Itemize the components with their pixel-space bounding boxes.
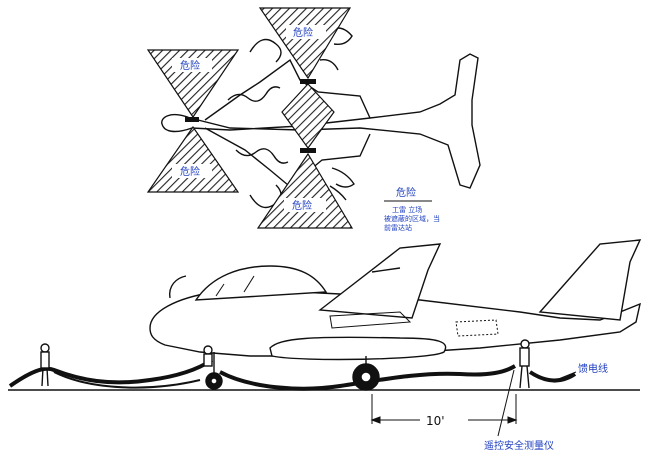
ground-crew-nose [203, 345, 213, 367]
distance-label: 10' [426, 414, 445, 428]
wing-stores-top [227, 27, 353, 102]
cable-label-leader [555, 371, 577, 381]
power-cable-return [53, 371, 201, 389]
power-cable [8, 358, 577, 391]
ground-crew-left [40, 343, 50, 387]
hazard-zones [146, 7, 354, 229]
landing-gear [205, 352, 380, 391]
radar-antennas [185, 79, 316, 153]
side-aircraft [149, 239, 642, 361]
antenna-mid-top [300, 79, 316, 84]
instrument-label: 遥控安全测量仪 [484, 439, 554, 452]
danger-label-mid-bottom: 危险 [292, 199, 312, 212]
legend-line-3: 前雷达站 [384, 223, 412, 232]
legend-line-2: 被遮蔽的区域，当 [384, 214, 440, 223]
legend-title: 危险 [396, 186, 416, 199]
side-canopy [194, 265, 328, 301]
distance-marker [370, 394, 518, 424]
antenna-mid-bottom [300, 148, 316, 153]
danger-label-mid-top: 危险 [293, 26, 313, 39]
antenna-left [185, 117, 199, 122]
hazard-cone-left-bottom [146, 125, 240, 193]
side-wing [318, 243, 442, 319]
side-fuel-tank [269, 336, 447, 361]
legend: 危险 工雷 立场 被遮蔽的区域，当 前雷达站 [384, 186, 440, 232]
instrument-leader [497, 369, 515, 437]
side-antenna-line [371, 267, 401, 273]
side-details [215, 275, 499, 337]
hazard-cone-left-top [146, 49, 240, 119]
danger-labels: 危险 危险 危险 危险 [180, 26, 313, 212]
cable-label: 馈电线 [578, 362, 608, 375]
hazard-cone-mid-bottom [256, 152, 354, 229]
danger-label-left-top: 危险 [180, 59, 200, 72]
upper-wing [204, 58, 371, 121]
legend-line-1: 工雷 立场 [392, 205, 422, 214]
danger-label-boxes [172, 25, 326, 212]
ground-crew-right [519, 339, 530, 389]
side-intake-probe [169, 275, 187, 299]
danger-label-left-bottom: 危险 [180, 165, 200, 178]
side-tail [538, 239, 642, 321]
hazard-cone-mid-mid [281, 83, 335, 150]
hazard-cone-mid-top [258, 7, 352, 80]
